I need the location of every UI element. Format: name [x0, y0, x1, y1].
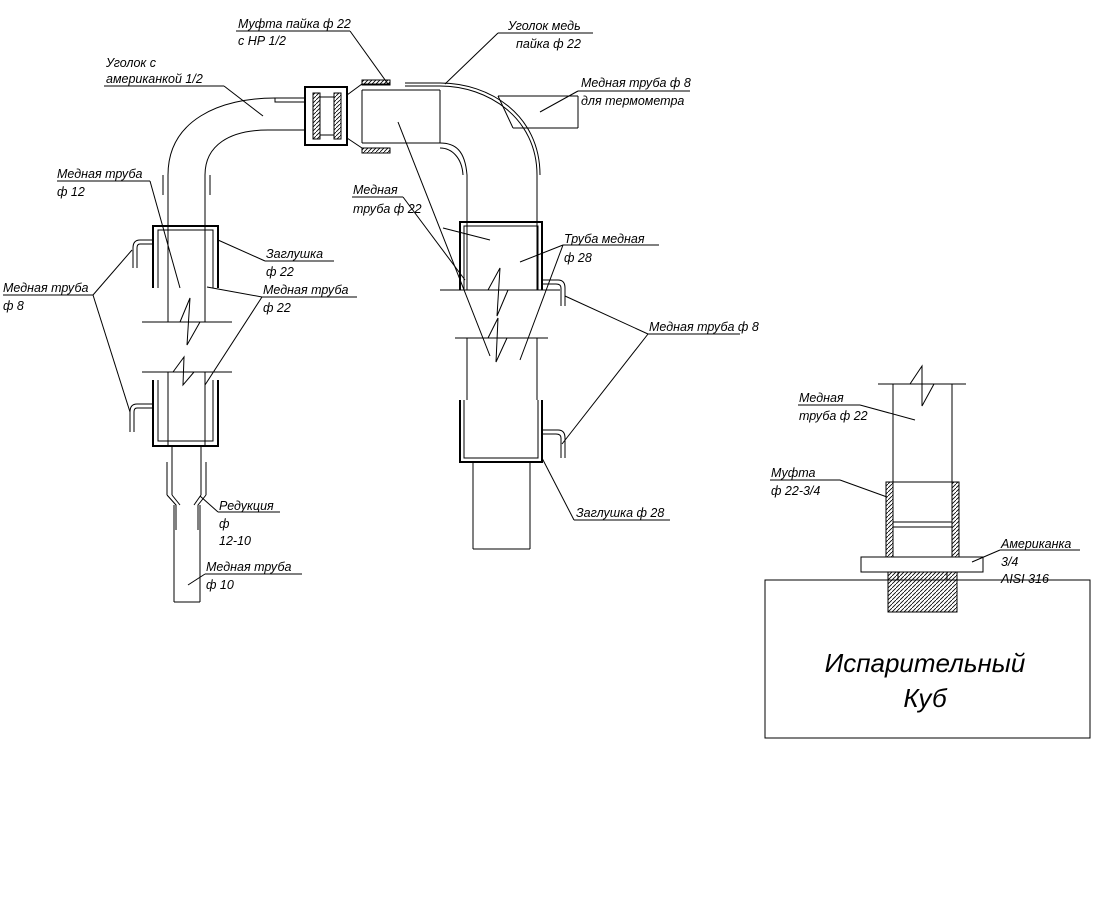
- leader-lines: [3, 30, 1080, 586]
- label-coupling: Муфта: [771, 466, 816, 480]
- top-elbow-assembly: [167, 79, 579, 176]
- label-ugolok-amer-2: американкой 1/2: [106, 72, 203, 86]
- label-reducer-2: ф: [219, 517, 230, 531]
- label-tube8-right: Медная труба ф 8: [649, 320, 759, 334]
- label-tube28-2: ф 28: [564, 251, 592, 265]
- label-reducer-3: 12-10: [219, 534, 251, 548]
- label-reducer: Редукция: [219, 499, 274, 513]
- label-ugolok-med: Уголок медь: [507, 19, 581, 33]
- label-tube8-thermo: Медная труба ф 8: [581, 76, 691, 90]
- label-plug28: Заглушка ф 28: [576, 506, 664, 520]
- label-tube22-right-2: труба ф 22: [799, 409, 868, 423]
- label-plug22-2: ф 22: [266, 265, 294, 279]
- label-tube10-2: ф 10: [206, 578, 234, 592]
- label-tube22-left-2: ф 22: [263, 301, 291, 315]
- label-tube22-mid: Медная: [353, 183, 398, 197]
- label-cube-2: Куб: [903, 683, 948, 713]
- label-tube8-thermo-2: для термометра: [581, 94, 684, 108]
- label-union-2: 3/4: [1001, 555, 1018, 569]
- label-tube8-left: Медная труба: [3, 281, 88, 295]
- label-cube: Испарительный: [825, 648, 1026, 678]
- label-tube22-mid-2: труба ф 22: [353, 202, 422, 216]
- label-tube12: Медная труба: [57, 167, 142, 181]
- right-detail-assembly: [764, 364, 1091, 739]
- label-tube10: Медная труба: [206, 560, 291, 574]
- label-tube12-2: ф 12: [57, 185, 85, 199]
- labels: Муфта пайка ф 22 с НР 1/2 Уголок медь па…: [3, 17, 1071, 713]
- label-plug22: Заглушка: [266, 247, 323, 261]
- label-mufta-paika: Муфта пайка ф 22: [238, 17, 351, 31]
- label-tube22-left: Медная труба: [263, 283, 348, 297]
- label-coupling-2: ф 22-3/4: [771, 484, 820, 498]
- middle-column-assembly: [440, 175, 566, 550]
- label-ugolok-med-2: пайка ф 22: [516, 37, 581, 51]
- label-tube22-right: Медная: [799, 391, 844, 405]
- label-union-3: AISI 316: [1000, 572, 1049, 586]
- label-union: Американка: [1000, 537, 1071, 551]
- left-column-assembly: [129, 175, 232, 603]
- label-ugolok-amer: Уголок с: [105, 56, 157, 70]
- label-tube28: Труба медная: [564, 232, 645, 246]
- label-tube8-left-2: ф 8: [3, 299, 24, 313]
- label-mufta-paika-2: с НР 1/2: [238, 34, 286, 48]
